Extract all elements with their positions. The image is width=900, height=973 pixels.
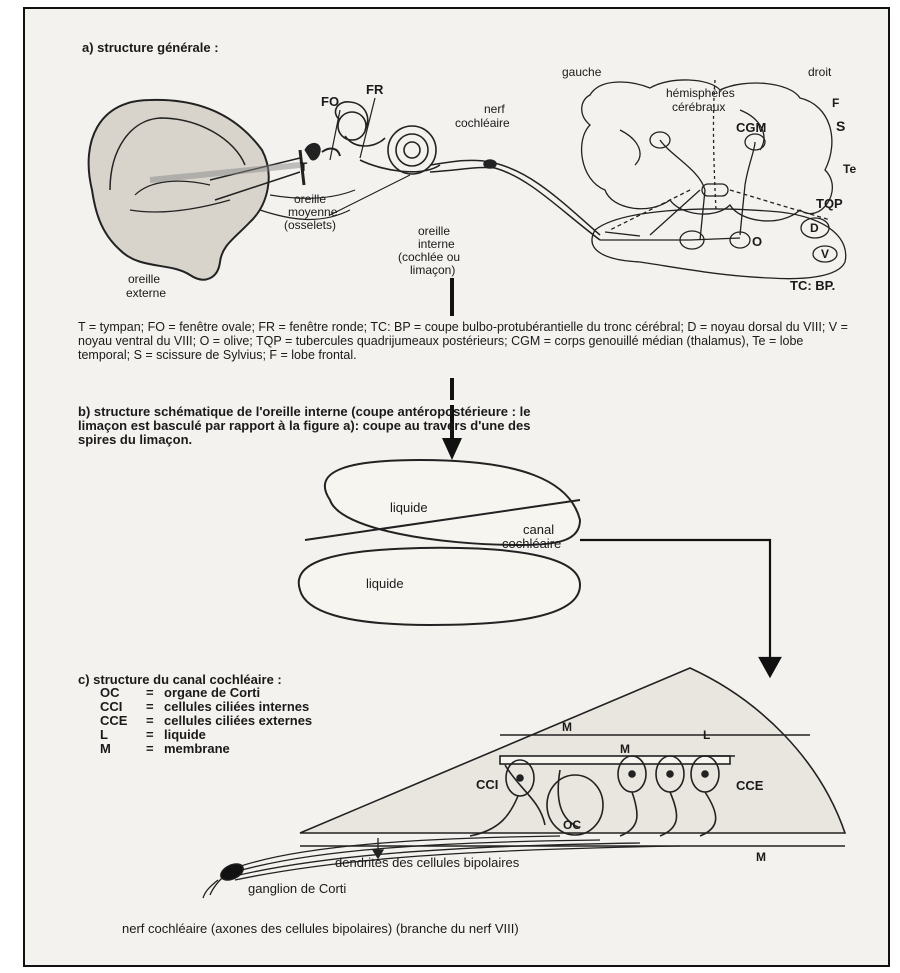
cochlear-duct-drawing (300, 668, 845, 836)
label-FO: FO (321, 94, 339, 109)
legend-key: M (100, 742, 146, 756)
label-CCI: CCI (476, 777, 498, 792)
label-M-bottom: M (756, 850, 766, 864)
label-O: O (752, 234, 762, 249)
label-oreille-moyenne-3: (osselets) (284, 218, 336, 232)
legend-row: L=liquide (100, 728, 312, 742)
label-cochleaire-b: cochléaire (502, 536, 561, 551)
label-droit: droit (808, 65, 831, 79)
label-TQP: TQP (816, 196, 843, 211)
label-FR: FR (366, 82, 383, 97)
label-S: S (836, 118, 845, 134)
legend-equals: = (146, 742, 164, 756)
label-canal: canal (523, 522, 554, 537)
legend-row: OC=organe de Corti (100, 686, 312, 700)
brainstem-drawing (592, 140, 846, 279)
legend-key: L (100, 728, 146, 742)
label-cerebraux: cérébraux (672, 100, 725, 114)
connector-arrow-b-c (580, 540, 780, 676)
label-oreille-moyenne-2: moyenne (288, 205, 337, 219)
legend-key: CCI (100, 700, 146, 714)
auditory-nerve-path (430, 160, 600, 240)
label-nerf-cochleaire-bottom: nerf cochléaire (axones des cellules bip… (122, 921, 519, 936)
label-hemispheres: hémisphères (666, 86, 735, 100)
legend-row: M=membrane (100, 742, 312, 756)
label-oreille-interne-4: limaçon) (410, 263, 455, 277)
legend-value: cellules ciliées internes (164, 700, 309, 714)
label-TC-BP: TC: BP. (790, 278, 835, 293)
label-oreille-moyenne-1: oreille (294, 192, 326, 206)
legend-key: CCE (100, 714, 146, 728)
label-cochleaire: cochléaire (455, 116, 510, 130)
label-liquide-bottom: liquide (366, 576, 404, 591)
section-c-legend: OC=organe de Corti CCI=cellules ciliées … (100, 686, 312, 756)
legend-value: organe de Corti (164, 686, 260, 700)
section-a-caption: T = tympan; FO = fenêtre ovale; FR = fen… (78, 320, 853, 362)
legend-equals: = (146, 700, 164, 714)
label-F: F (832, 96, 839, 110)
cochlea-drawing (335, 102, 440, 174)
label-D: D (810, 221, 819, 235)
section-b-title-line-1: b) structure schématique de l'oreille in… (78, 404, 530, 419)
label-ganglion: ganglion de Corti (248, 881, 346, 896)
label-L: L (703, 728, 710, 742)
legend-row: CCI=cellules ciliées internes (100, 700, 312, 714)
label-M-mid: M (620, 742, 630, 756)
label-oreille-interne-1: oreille (418, 224, 450, 238)
legend-value: cellules ciliées externes (164, 714, 312, 728)
section-a-title: a) structure générale : (82, 40, 219, 55)
legend-equals: = (146, 686, 164, 700)
label-OC: OC (563, 818, 581, 832)
label-M-top: M (562, 720, 572, 734)
label-gauche: gauche (562, 65, 601, 79)
legend-value: membrane (164, 742, 230, 756)
section-b-title-line-2: limaçon est basculé par rapport à la fig… (78, 418, 530, 433)
label-T: T (300, 160, 307, 174)
label-nerf: nerf (484, 102, 505, 116)
label-oreille-interne-2: interne (418, 237, 455, 251)
ossicles-drawing (305, 143, 340, 160)
legend-equals: = (146, 714, 164, 728)
label-dendrites: dendrites des cellules bipolaires (335, 855, 519, 870)
label-CCE: CCE (736, 778, 763, 793)
legend-equals: = (146, 728, 164, 742)
legend-key: OC (100, 686, 146, 700)
label-Te: Te (843, 162, 856, 176)
legend-value: liquide (164, 728, 206, 742)
external-ear-drawing (89, 100, 269, 280)
label-oreille-externe-1: oreille (128, 272, 160, 286)
label-oreille-externe-2: externe (126, 286, 166, 300)
label-V: V (821, 247, 829, 261)
legend-row: CCE=cellules ciliées externes (100, 714, 312, 728)
label-oreille-interne-3: (cochlée ou (398, 250, 460, 264)
section-b-title-line-3: spires du limaçon. (78, 432, 192, 447)
label-CGM: CGM (736, 120, 766, 135)
label-liquide-top: liquide (390, 500, 428, 515)
